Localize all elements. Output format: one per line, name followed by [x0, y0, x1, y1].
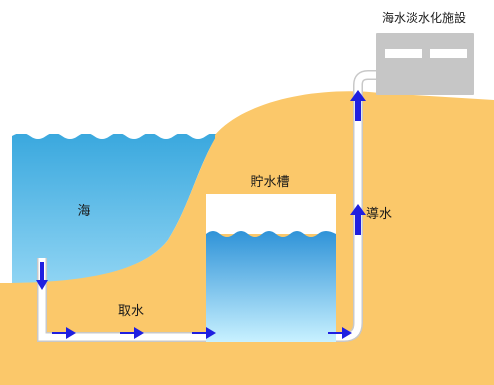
right-arrow-icon [192, 327, 216, 339]
label-conveyance: 導水 [366, 207, 392, 222]
sea-wave [12, 128, 222, 139]
label-reservoir: 貯水槽 [250, 175, 289, 190]
sea [12, 134, 218, 283]
down-arrow-icon [36, 262, 48, 290]
plant-window-left [385, 49, 422, 58]
right-arrow-icon [328, 327, 352, 339]
label-plant: 海水淡水化施設 [382, 10, 466, 25]
right-arrow-icon [52, 327, 76, 339]
plant-window-right [430, 49, 467, 58]
up-arrow-icon [350, 90, 366, 121]
up-arrow-icon [350, 204, 366, 235]
reservoir-air [206, 194, 336, 234]
reservoir-water [206, 231, 336, 342]
label-sea: 海 [77, 204, 90, 219]
right-arrow-icon [120, 327, 144, 339]
label-intake: 取水 [118, 304, 144, 319]
plant-building [376, 33, 474, 95]
